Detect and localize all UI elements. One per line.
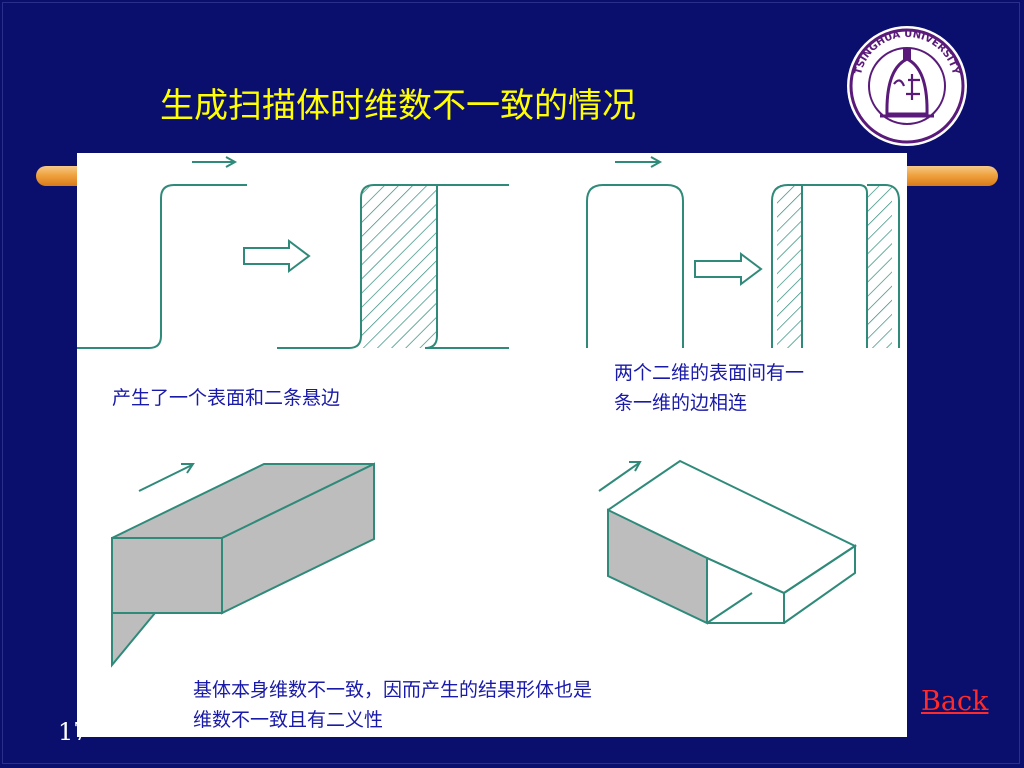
direction-arrow-4 <box>598 461 642 492</box>
caption-base-ambiguity: 基体本身维数不一致，因而产生的结果形体也是 维数不一致且有二义性 <box>193 675 753 735</box>
page-number: 17 <box>58 718 89 746</box>
profile-curve-1 <box>77 184 247 349</box>
direction-arrow-2 <box>615 156 663 168</box>
box-with-internal-face <box>607 459 858 625</box>
caption-two-surfaces-line1: 两个二维的表面间有一 <box>614 362 805 384</box>
back-link[interactable]: Back <box>921 686 989 717</box>
swept-result-1 <box>277 184 509 349</box>
caption-two-surfaces-line2: 条一维的边相连 <box>614 392 748 414</box>
transform-arrow-2 <box>694 252 763 286</box>
caption-base-line1: 基体本身维数不一致，因而产生的结果形体也是 <box>193 679 593 701</box>
direction-arrow-1 <box>192 156 238 168</box>
slide-title: 生成扫描体时维数不一致的情况 <box>160 86 636 126</box>
box-with-dangling-face <box>111 462 375 668</box>
caption-surface-edges: 产生了一个表面和二条悬边 <box>112 387 341 409</box>
sweep-diagrams <box>77 156 900 668</box>
direction-arrow-3 <box>138 463 195 492</box>
caption-two-surfaces: 两个二维的表面间有一 条一维的边相连 <box>614 358 884 418</box>
university-logo: TSINGHUA UNIVERSITY <box>847 26 967 146</box>
caption-base-line2: 维数不一致且有二义性 <box>193 709 384 731</box>
figure-panel: 产生了一个表面和二条悬边 两个二维的表面间有一 条一维的边相连 基体本身维数不一… <box>77 153 907 737</box>
swept-result-2 <box>771 184 900 348</box>
profile-curve-2 <box>586 184 684 348</box>
transform-arrow-1 <box>243 239 311 273</box>
